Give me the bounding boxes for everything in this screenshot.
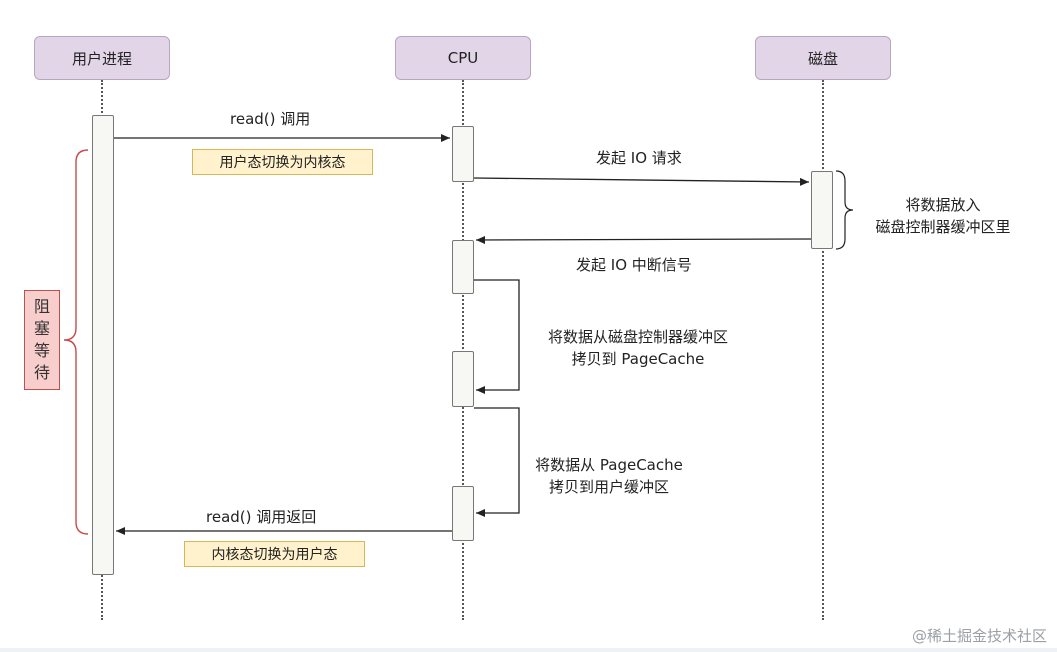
watermark: @稀土掘金技术社区	[911, 627, 1047, 645]
arrow-start-io	[473, 177, 810, 186]
note-copy-to-pagecache: 将数据从磁盘控制器缓冲区 拷贝到 PageCache	[522, 326, 754, 370]
lifeline-cpu	[462, 80, 464, 620]
activation-cpu-2	[452, 240, 474, 294]
disk-bracket	[835, 170, 854, 250]
note-disk-buffer-line-1: 将数据放入	[905, 196, 981, 214]
lifeline-disk	[822, 80, 824, 620]
activation-user-process	[92, 115, 114, 575]
arrow-io-interrupt	[475, 235, 812, 244]
label-io-interrupt: 发起 IO 中断信号	[576, 256, 692, 274]
participant-user-process: 用户进程	[34, 36, 170, 80]
note-user-to-kernel: 用户态切换为内核态	[192, 149, 373, 175]
label-read-call: read() 调用	[230, 110, 311, 128]
note-copy-to-user-line-2: 拷贝到用户缓冲区	[548, 478, 669, 496]
bottom-strip	[0, 648, 1057, 652]
note-blocking-wait: 阻塞等待	[24, 290, 60, 390]
activation-cpu-4	[452, 486, 474, 541]
note-disk-buffer: 将数据放入 磁盘控制器缓冲区里	[853, 194, 1033, 238]
note-kernel-to-user: 内核态切换为用户态	[184, 541, 365, 567]
participant-label: 磁盘	[807, 49, 838, 68]
note-copy-to-user-line-1: 将数据从 PageCache	[535, 456, 683, 474]
label-start-io: 发起 IO 请求	[596, 149, 682, 167]
arrow-copy-to-pagecache	[474, 279, 520, 394]
participant-label: CPU	[447, 49, 479, 67]
arrow-copy-to-user	[474, 407, 520, 517]
note-disk-buffer-line-2: 磁盘控制器缓冲区里	[875, 218, 1011, 236]
note-copy-to-user: 将数据从 PageCache 拷贝到用户缓冲区	[518, 454, 700, 498]
blocking-bracket	[63, 149, 89, 535]
participant-disk: 磁盘	[755, 36, 891, 80]
activation-disk	[811, 171, 833, 249]
blocking-wait-text: 阻塞等待	[33, 297, 50, 382]
note-copy-to-pagecache-line-1: 将数据从磁盘控制器缓冲区	[547, 328, 728, 346]
activation-cpu-1	[452, 126, 474, 182]
note-copy-to-pagecache-line-2: 拷贝到 PageCache	[571, 350, 705, 368]
label-read-return: read() 调用返回	[206, 508, 317, 526]
participant-label: 用户进程	[71, 49, 132, 68]
activation-cpu-3	[452, 351, 474, 407]
participant-cpu: CPU	[395, 36, 531, 80]
